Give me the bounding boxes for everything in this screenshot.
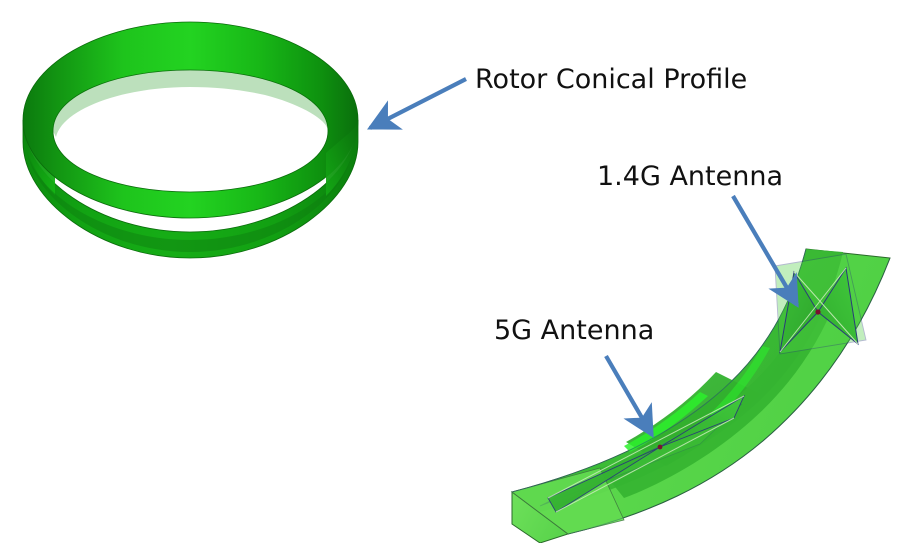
arrow-antenna-1-4g — [731, 194, 799, 308]
antenna-1-4g-wing-right — [817, 266, 859, 346]
antenna-5g-edge-lines — [547, 395, 745, 513]
label-rotor-conical-profile: Rotor Conical Profile — [475, 64, 747, 95]
antenna-1-4g-feed-point — [815, 309, 821, 315]
panel-shadow-facet — [626, 372, 760, 466]
antenna-5g-wing-right — [659, 394, 746, 448]
antenna-1-4g-edge-lines — [779, 267, 859, 353]
panel-highlight-streak-2 — [710, 346, 770, 420]
arrow-rotor — [367, 77, 467, 130]
annotation-arrows — [367, 77, 799, 438]
arrow-antenna-5g — [604, 354, 654, 438]
antenna-1-4g-wing-left — [779, 270, 819, 354]
rotor-inner-wall — [53, 70, 328, 137]
rotor-right-wall — [326, 120, 358, 196]
rotor-front-lip — [26, 146, 354, 252]
antenna-5g-wing-left — [547, 446, 661, 513]
antenna-5g-feed-point — [657, 444, 663, 450]
panel-seam-line-bottom — [567, 257, 891, 535]
rotor-top-band — [22, 21, 359, 219]
rotor-conical-profile — [22, 21, 359, 259]
antenna-5g — [539, 394, 746, 513]
label-antenna-5g: 5G Antenna — [494, 315, 654, 346]
annotation-labels: Rotor Conical Profile 1.4G Antenna 5G An… — [475, 64, 783, 346]
curved-antenna-panel — [510, 248, 891, 543]
label-antenna-1-4g: 1.4G Antenna — [597, 161, 783, 192]
